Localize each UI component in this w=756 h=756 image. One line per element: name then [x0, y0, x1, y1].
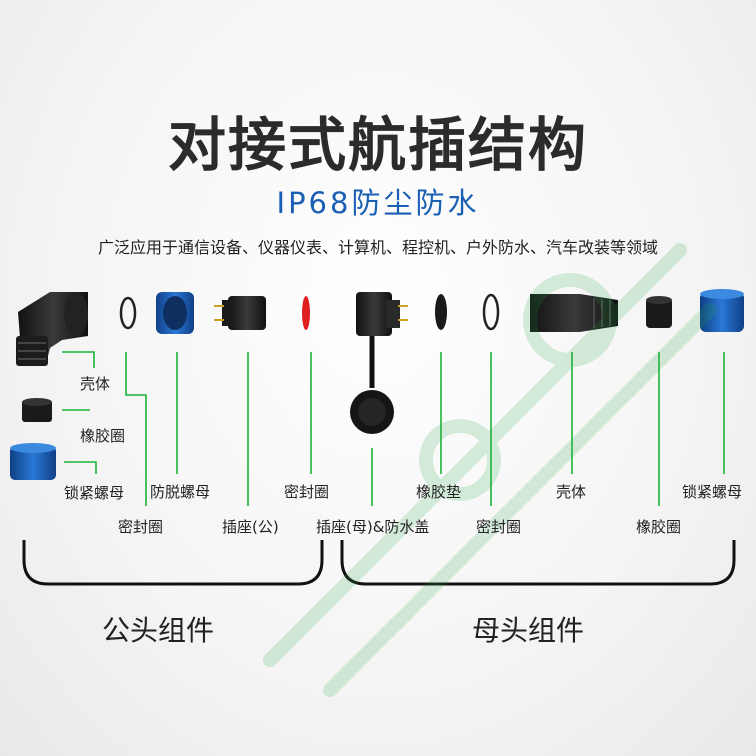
- female-lock-nut: [700, 289, 744, 332]
- group-label-female: 母头组件: [472, 609, 584, 649]
- female-group-bracket: [342, 540, 734, 584]
- rubber-pad: [435, 294, 447, 330]
- page-subtitle: IP68防尘防水: [0, 180, 756, 222]
- label-female-lock-nut: 锁紧螺母: [682, 481, 742, 502]
- female-seal-ring: [484, 295, 498, 329]
- label-red-seal-ring: 密封圈: [284, 481, 329, 502]
- male-plug: [214, 296, 266, 330]
- red-seal-ring: [302, 296, 310, 330]
- label-female-rubber-ring: 橡胶圈: [636, 516, 681, 537]
- label-male-seal-ring: 密封圈: [118, 516, 163, 537]
- label-plug-male: 插座(公): [222, 516, 279, 537]
- male-lock-nut: [10, 443, 56, 480]
- male-elbow-shell: [16, 292, 88, 366]
- male-group-bracket: [24, 540, 322, 584]
- label-female-shell: 壳体: [556, 481, 586, 502]
- female-shell: [530, 294, 618, 332]
- page-title: 对接式航插结构: [0, 98, 756, 182]
- label-male-lock-nut: 锁紧螺母: [64, 482, 124, 503]
- label-female-socket: 插座(母)&防水盖: [316, 516, 429, 537]
- label-male-rubber-ring: 橡胶圈: [80, 425, 125, 446]
- label-anti-loose-nut: 防脱螺母: [150, 481, 210, 502]
- label-female-seal-ring: 密封圈: [476, 516, 521, 537]
- female-rubber-ring: [646, 296, 672, 328]
- male-seal-ring: [121, 298, 135, 328]
- label-male-shell: 壳体: [80, 373, 110, 394]
- group-label-male: 公头组件: [102, 609, 214, 649]
- female-socket-with-cap: [350, 292, 408, 434]
- male-rubber-ring: [22, 398, 52, 422]
- label-rubber-pad: 橡胶垫: [416, 481, 461, 502]
- anti-loose-nut: [156, 292, 194, 334]
- application-tagline: 广泛应用于通信设备、仪器仪表、计算机、程控机、户外防水、汽车改装等领域: [0, 234, 756, 258]
